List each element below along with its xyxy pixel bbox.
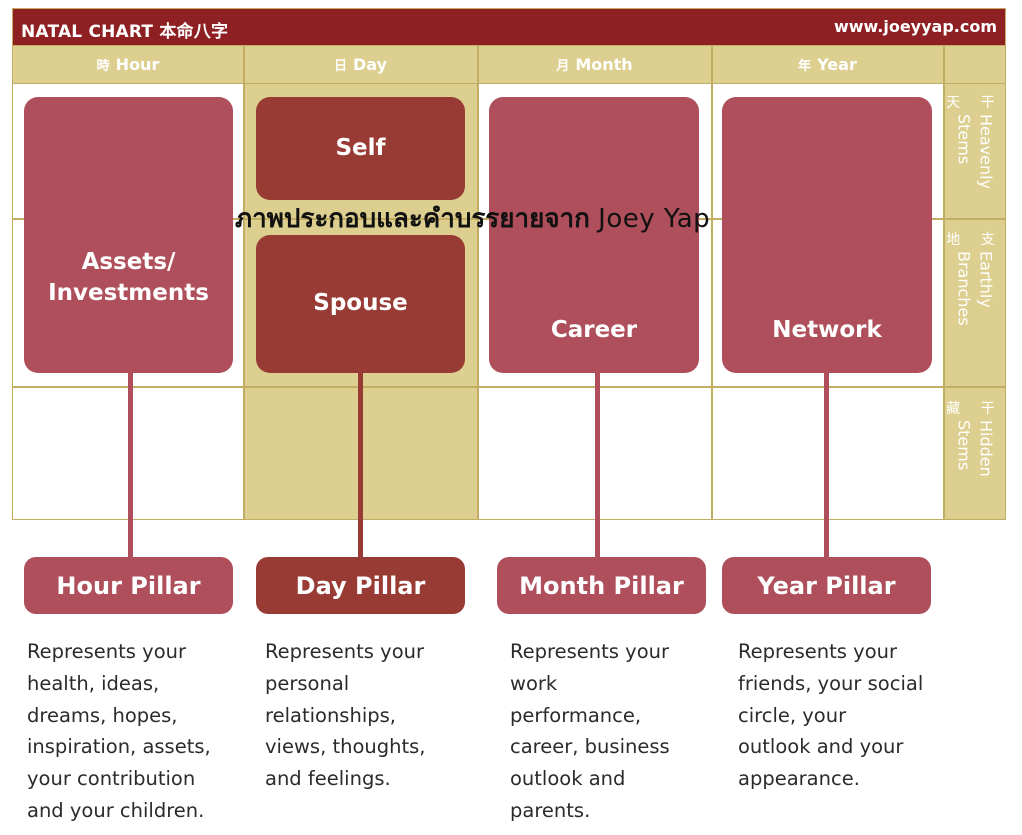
month-pillar-label: Month Pillar bbox=[497, 557, 706, 614]
day-connector bbox=[358, 370, 363, 560]
hour-pillar-description: Represents your health, ideas, dreams, h… bbox=[27, 640, 211, 822]
year-pillar-description: Represents your friends, your social cir… bbox=[738, 640, 924, 791]
grid-divider bbox=[711, 46, 713, 520]
side-label-hidden-stems: 藏 干 Hidden Stems bbox=[944, 398, 1005, 508]
watermark-thai: ภาพประกอบและคำบรรยายจาก bbox=[235, 204, 590, 234]
column-header-glyph: 日 bbox=[333, 59, 347, 74]
grid-divider bbox=[477, 46, 479, 520]
grid-divider bbox=[943, 46, 945, 520]
hour-box-label: Assets/ Investments bbox=[48, 249, 209, 307]
grid-divider bbox=[12, 386, 1006, 388]
column-header-hour: 時 Hour bbox=[13, 46, 244, 84]
column-header-glyph: 年 bbox=[798, 59, 812, 74]
side-label-glyphs: 地 支 bbox=[946, 232, 1003, 248]
year-box-label: Network bbox=[772, 317, 882, 343]
pillar-label-text: Month Pillar bbox=[519, 571, 684, 600]
day-box-spouse-label: Spouse bbox=[313, 290, 408, 317]
month-box-label: Career bbox=[550, 317, 638, 343]
day-pillar-description: Represents your personal relationships, … bbox=[265, 640, 426, 791]
side-label-text: Heavenly Stems bbox=[954, 114, 996, 190]
day-box-spouse: Spouse bbox=[256, 235, 465, 373]
year-box-network: Network bbox=[722, 97, 932, 373]
pillar-label-text: Day Pillar bbox=[295, 571, 426, 600]
column-header-label: Month bbox=[575, 55, 633, 74]
pillar-label-text: Year Pillar bbox=[757, 571, 896, 600]
column-header-year: 年 Year bbox=[712, 46, 944, 84]
year-connector bbox=[824, 370, 829, 560]
chart-title-bar: NATAL CHART 本命八字 www.joeyyap.com bbox=[12, 8, 1006, 46]
side-label-heavenly-stems: 天 干 Heavenly Stems bbox=[944, 92, 1005, 212]
chart-title: NATAL CHART 本命八字 bbox=[21, 22, 229, 42]
month-connector bbox=[595, 370, 600, 560]
side-label-glyphs: 藏 干 bbox=[946, 401, 1003, 417]
watermark-caption: ภาพประกอบและคำบรรยายจาก Joey Yap bbox=[235, 198, 795, 238]
grid-divider bbox=[243, 46, 245, 520]
column-header-month: 月 Month bbox=[478, 46, 712, 84]
side-label-earthly-branches: 地 支 Earthly Branches bbox=[944, 229, 1005, 379]
hour-pillar-label: Hour Pillar bbox=[24, 557, 233, 614]
column-header-label: Day bbox=[353, 55, 388, 74]
column-header-label: Year bbox=[817, 55, 857, 74]
month-box-career: Career bbox=[489, 97, 699, 373]
day-box-self: Self bbox=[256, 97, 465, 200]
month-pillar-description: Represents your work performance, career… bbox=[510, 640, 670, 822]
day-box-self-label: Self bbox=[335, 134, 386, 161]
column-header-label: Hour bbox=[115, 55, 160, 74]
hour-box-assets-investments: Assets/ Investments bbox=[24, 97, 233, 373]
side-label-text: Earthly Branches bbox=[954, 251, 996, 326]
pillar-label-text: Hour Pillar bbox=[56, 571, 201, 600]
day-pillar-label: Day Pillar bbox=[256, 557, 465, 614]
year-pillar-label: Year Pillar bbox=[722, 557, 931, 614]
column-header-glyph: 月 bbox=[556, 59, 570, 74]
side-column-fill bbox=[944, 84, 1005, 519]
side-label-glyphs: 天 干 bbox=[946, 95, 1003, 111]
column-header-glyph: 時 bbox=[96, 59, 110, 74]
side-label-text: Hidden Stems bbox=[954, 420, 996, 477]
hour-connector bbox=[128, 370, 133, 560]
column-header-blank bbox=[944, 46, 1005, 84]
column-header-day: 日 Day bbox=[244, 46, 478, 84]
website-url[interactable]: www.joeyyap.com bbox=[833, 17, 997, 36]
watermark-author: Joey Yap bbox=[598, 204, 711, 234]
